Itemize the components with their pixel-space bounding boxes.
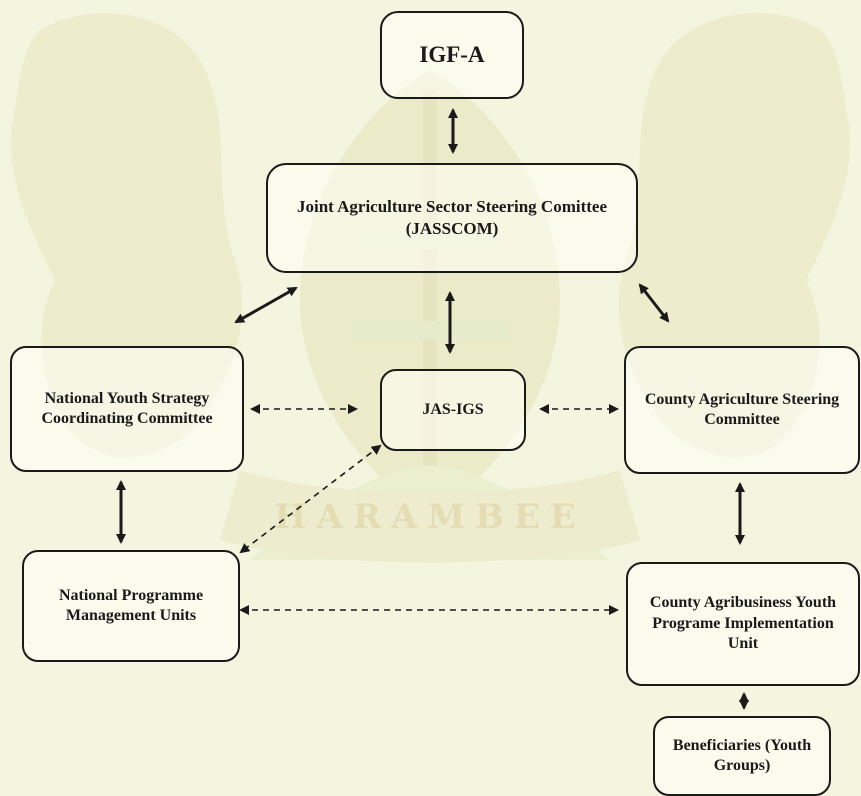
arrow-jasscom-national-youth-strategy xyxy=(234,286,298,324)
national-youth-strategy-label: National Youth Strategy Coordinating Com… xyxy=(41,389,213,427)
igfa-node: IGF-A xyxy=(380,11,524,99)
county-agriculture-label: County Agriculture Steering Committee xyxy=(644,390,840,428)
county-agribusiness-label: County Agribusiness Youth Programe Imple… xyxy=(649,594,837,653)
jasscom-label: Joint Agriculture Sector Steering Comitt… xyxy=(296,197,608,238)
arrow-jasscom-county-agriculture xyxy=(638,283,670,323)
jas-igs-label: JAS-IGS xyxy=(422,400,484,418)
national-programme-node: National Programme Management Units xyxy=(22,550,240,662)
dashed-arrow-jasigs-national-programme xyxy=(239,444,382,554)
county-agribusiness-node: County Agribusiness Youth Programe Imple… xyxy=(626,562,860,686)
jasscom-node: Joint Agriculture Sector Steering Comitt… xyxy=(266,163,638,273)
igfa-label: IGF-A xyxy=(419,42,485,68)
beneficiaries-label: Beneficiaries (Youth Groups) xyxy=(672,736,812,774)
national-programme-label: National Programme Management Units xyxy=(58,586,204,624)
jas-igs-node: JAS-IGS xyxy=(380,369,526,451)
national-youth-strategy-node: National Youth Strategy Coordinating Com… xyxy=(10,346,244,472)
beneficiaries-node: Beneficiaries (Youth Groups) xyxy=(653,716,831,796)
county-agriculture-node: County Agriculture Steering Committee xyxy=(624,346,860,474)
